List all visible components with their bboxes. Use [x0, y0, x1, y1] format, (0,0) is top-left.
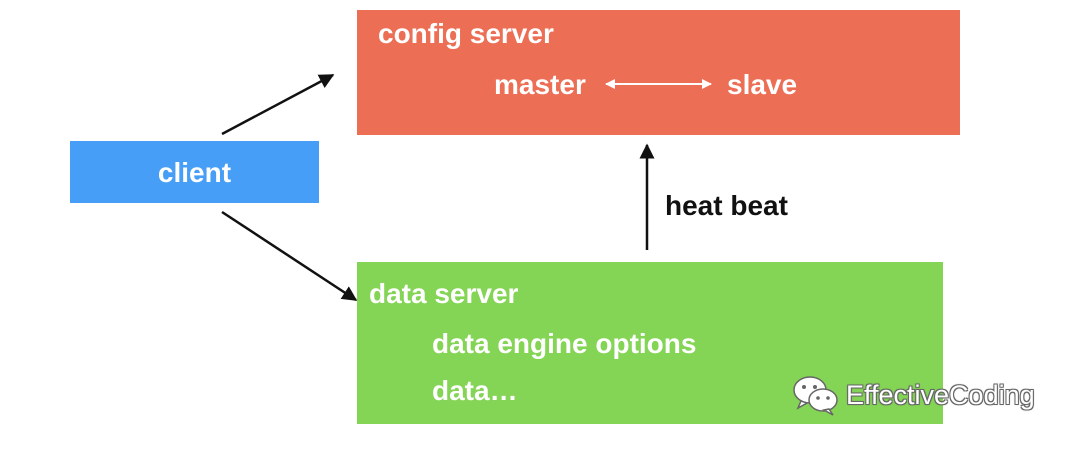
- client-to-data-arrow: [221, 210, 358, 302]
- client-box: client: [70, 141, 319, 203]
- watermark: EffectiveCoding: [792, 374, 1035, 416]
- data-ellipsis-label: data…: [432, 375, 518, 406]
- config-server-box: config server master slave: [357, 10, 960, 135]
- config-server-title: config server: [378, 18, 554, 49]
- data-server-title: data server: [369, 278, 519, 309]
- wechat-icon: [793, 376, 838, 416]
- heartbeat-label: heat beat: [665, 190, 788, 221]
- data-server-box: data server data engine options data…: [357, 262, 943, 424]
- watermark-text: EffectiveCoding: [846, 379, 1035, 410]
- master-label: master: [494, 69, 586, 100]
- client-to-config-arrow: [221, 73, 335, 136]
- client-label: client: [157, 157, 232, 188]
- slave-label: slave: [727, 69, 798, 100]
- data-engine-options-label: data engine options: [432, 328, 697, 359]
